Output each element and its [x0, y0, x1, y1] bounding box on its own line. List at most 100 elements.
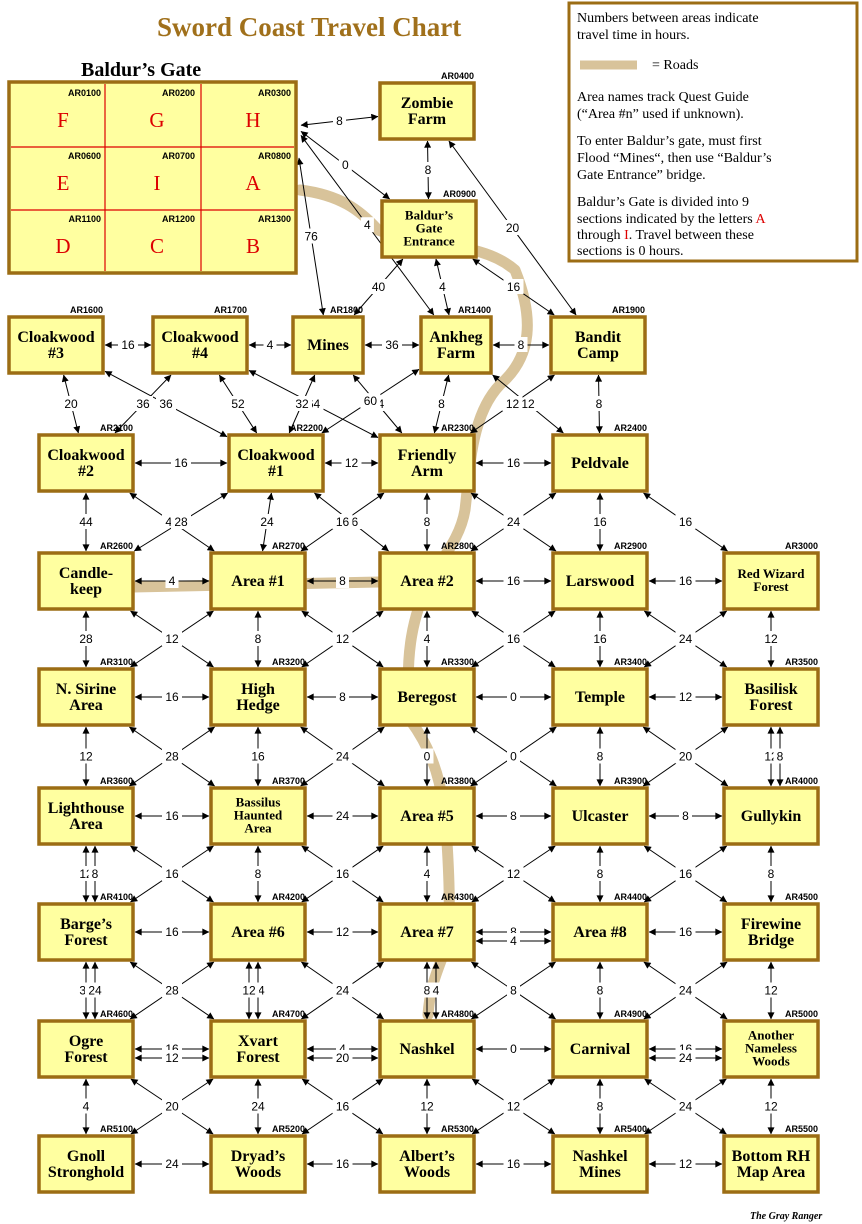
- edge-label-bg: [675, 689, 696, 704]
- edge-label-bg: [263, 337, 277, 352]
- edge-hours-label: 4: [510, 934, 517, 948]
- edge-label-bg: [507, 982, 520, 998]
- edge-label-bg: [593, 748, 607, 764]
- area-code: AR4400: [614, 892, 647, 902]
- edge: 12: [417, 1078, 437, 1135]
- section-letter: I: [154, 171, 161, 195]
- edge: 12: [761, 610, 781, 668]
- area-name: Carnival: [570, 1041, 631, 1058]
- edge-hours-label: 12: [507, 1100, 521, 1114]
- area-code: AR0400: [441, 71, 474, 81]
- edge: 20: [130, 1078, 214, 1135]
- area-name: Forest: [236, 1049, 280, 1066]
- edge-label-bg: [332, 982, 353, 998]
- edge-hours-label: 12: [345, 456, 359, 470]
- area-box: [378, 667, 476, 727]
- legend-text-part: sections indicated by the letters: [577, 212, 755, 227]
- edge-label-bg: [507, 748, 520, 764]
- area-box: [551, 433, 649, 493]
- edge: 52: [218, 374, 258, 434]
- area-name: Bottom RH: [732, 1148, 811, 1165]
- edge-hours-label: 24: [88, 984, 102, 998]
- edge-hours-label: 8: [424, 515, 431, 529]
- edge-hours-label: 4: [424, 632, 431, 646]
- section-code: AR0700: [162, 151, 195, 161]
- edge: 16: [472, 258, 555, 316]
- edge: 16: [301, 845, 384, 903]
- edge-hours-label: 8: [597, 750, 604, 764]
- area-box: [37, 902, 135, 962]
- area-name: Friendly: [398, 447, 457, 464]
- edge-label-bg: [675, 1098, 696, 1114]
- area-name: Bandit: [575, 329, 622, 346]
- edge-label-bg: [332, 924, 353, 939]
- legend-line: sections indicated by the letters A: [577, 212, 766, 227]
- edge-hours-label: 4: [433, 984, 440, 998]
- edge: 12: [470, 374, 555, 434]
- edge-label-bg: [590, 514, 610, 529]
- legend-line: Numbers between areas indicate: [577, 11, 759, 26]
- area-box: [722, 1134, 820, 1194]
- area-code: AR3400: [614, 657, 647, 667]
- area-name: Xvart: [238, 1033, 279, 1050]
- area-name: Area #2: [400, 573, 453, 590]
- legend-line: travel time in hours.: [577, 28, 690, 43]
- edge: 8: [773, 726, 787, 787]
- chart-title: Sword Coast Travel Chart: [157, 12, 461, 42]
- edge-hours-label: 8: [682, 809, 689, 823]
- area-code: AR3000: [785, 541, 818, 551]
- area-box: [380, 199, 478, 259]
- edge-label-bg: [332, 514, 353, 529]
